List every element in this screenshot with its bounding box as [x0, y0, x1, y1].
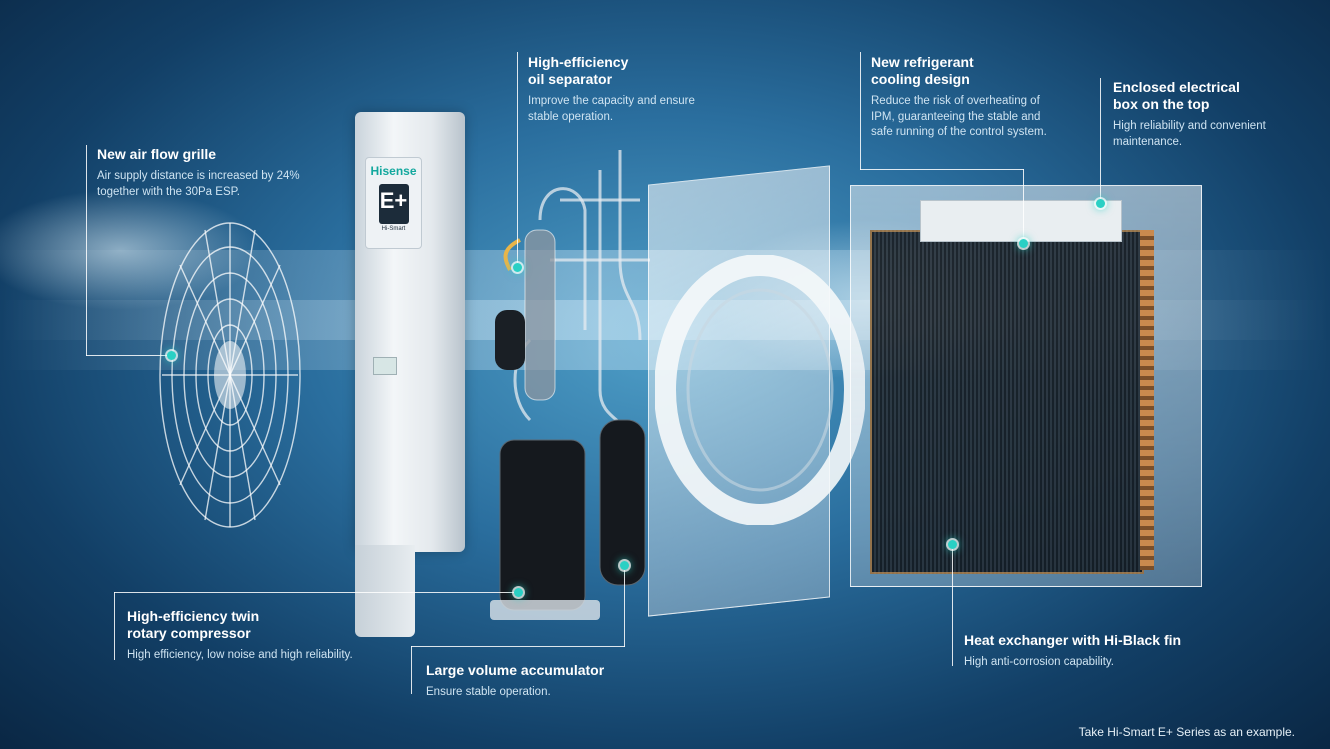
callout-accumulator: Large volume accumulator Ensure stable o…	[426, 662, 656, 701]
piping-assembly-image	[490, 150, 650, 620]
electrical-marker-dot	[1096, 199, 1105, 208]
compressor-leader-vertical	[114, 592, 115, 660]
badge-mark: E+	[378, 184, 409, 224]
fan-grille-image	[159, 222, 301, 528]
accumulator-marker-dot	[620, 561, 629, 570]
footnote: Take Hi-Smart E+ Series as an example.	[1078, 725, 1295, 739]
accumulator-leader-horizontal	[411, 646, 625, 647]
callout-title-line1: Enclosed electrical	[1113, 79, 1240, 95]
heat-exchanger-leader	[952, 544, 953, 666]
display-window	[373, 357, 397, 375]
callout-desc: High efficiency, low noise and high reli…	[127, 649, 353, 661]
callout-title-line1: High-efficiency twin	[127, 608, 260, 624]
heat-exchanger-coil	[870, 230, 1144, 574]
callout-desc: Air supply distance is increased by 24% …	[97, 170, 300, 198]
callout-desc: High reliability and convenient maintena…	[1113, 120, 1266, 148]
callout-air-flow-grille: New air flow grille Air supply distance …	[97, 146, 312, 200]
callout-desc: Improve the capacity and ensure stable o…	[528, 95, 695, 123]
callout-electrical-box: Enclosed electrical box on the top High …	[1113, 79, 1298, 150]
refrigerant-leader-vertical	[860, 52, 861, 170]
grille-leader-vertical	[86, 145, 87, 356]
compressor-leader-horizontal	[114, 592, 519, 593]
brand-badge: Hisense E+ Hi-Smart	[365, 157, 422, 249]
callout-twin-rotary-compressor: High-efficiency twin rotary compressor H…	[127, 608, 397, 664]
callout-desc: High anti-corrosion capability.	[964, 656, 1114, 668]
front-panel-foot	[355, 545, 415, 637]
refrigerant-leader-horizontal	[860, 169, 1024, 170]
callout-title-line2: rotary compressor	[127, 625, 251, 641]
fan-shroud-ring-image	[655, 255, 865, 525]
accumulator-leader-drop	[624, 565, 625, 647]
copper-hairpins	[1140, 230, 1154, 570]
separator-leader	[517, 52, 518, 267]
heat-exchanger-marker-dot	[948, 540, 957, 549]
grille-marker-dot	[167, 351, 176, 360]
accumulator-leader-vertical	[411, 646, 412, 694]
callout-heat-exchanger: Heat exchanger with Hi-Black fin High an…	[964, 632, 1224, 671]
callout-title-line1: New refrigerant	[871, 54, 974, 70]
callout-title: New air flow grille	[97, 146, 217, 162]
callout-oil-separator: High-efficiency oil separator Improve th…	[528, 54, 698, 125]
callout-title-line2: cooling design	[871, 71, 970, 87]
callout-title: Heat exchanger with Hi-Black fin	[964, 632, 1182, 648]
electrical-box	[920, 200, 1122, 242]
callout-title-line2: oil separator	[528, 71, 613, 87]
refrigerant-leader-drop	[1023, 169, 1024, 243]
callout-title: Large volume accumulator	[426, 662, 605, 678]
separator-marker-dot	[513, 263, 522, 272]
badge-subtitle: Hi-Smart	[381, 226, 406, 232]
grille-leader-horizontal	[86, 355, 171, 356]
front-panel: Hisense E+ Hi-Smart	[355, 112, 465, 552]
brand-logo: Hisense	[370, 164, 417, 178]
callout-title-line1: High-efficiency	[528, 54, 629, 70]
electrical-leader	[1100, 78, 1101, 204]
callout-title-line2: box on the top	[1113, 96, 1210, 112]
refrigerant-marker-dot	[1019, 239, 1028, 248]
compressor-marker-dot	[514, 588, 523, 597]
callout-desc: Reduce the risk of overheating of IPM, g…	[871, 95, 1047, 138]
callout-desc: Ensure stable operation.	[426, 686, 551, 698]
callout-refrigerant-cooling: New refrigerant cooling design Reduce th…	[871, 54, 1056, 141]
